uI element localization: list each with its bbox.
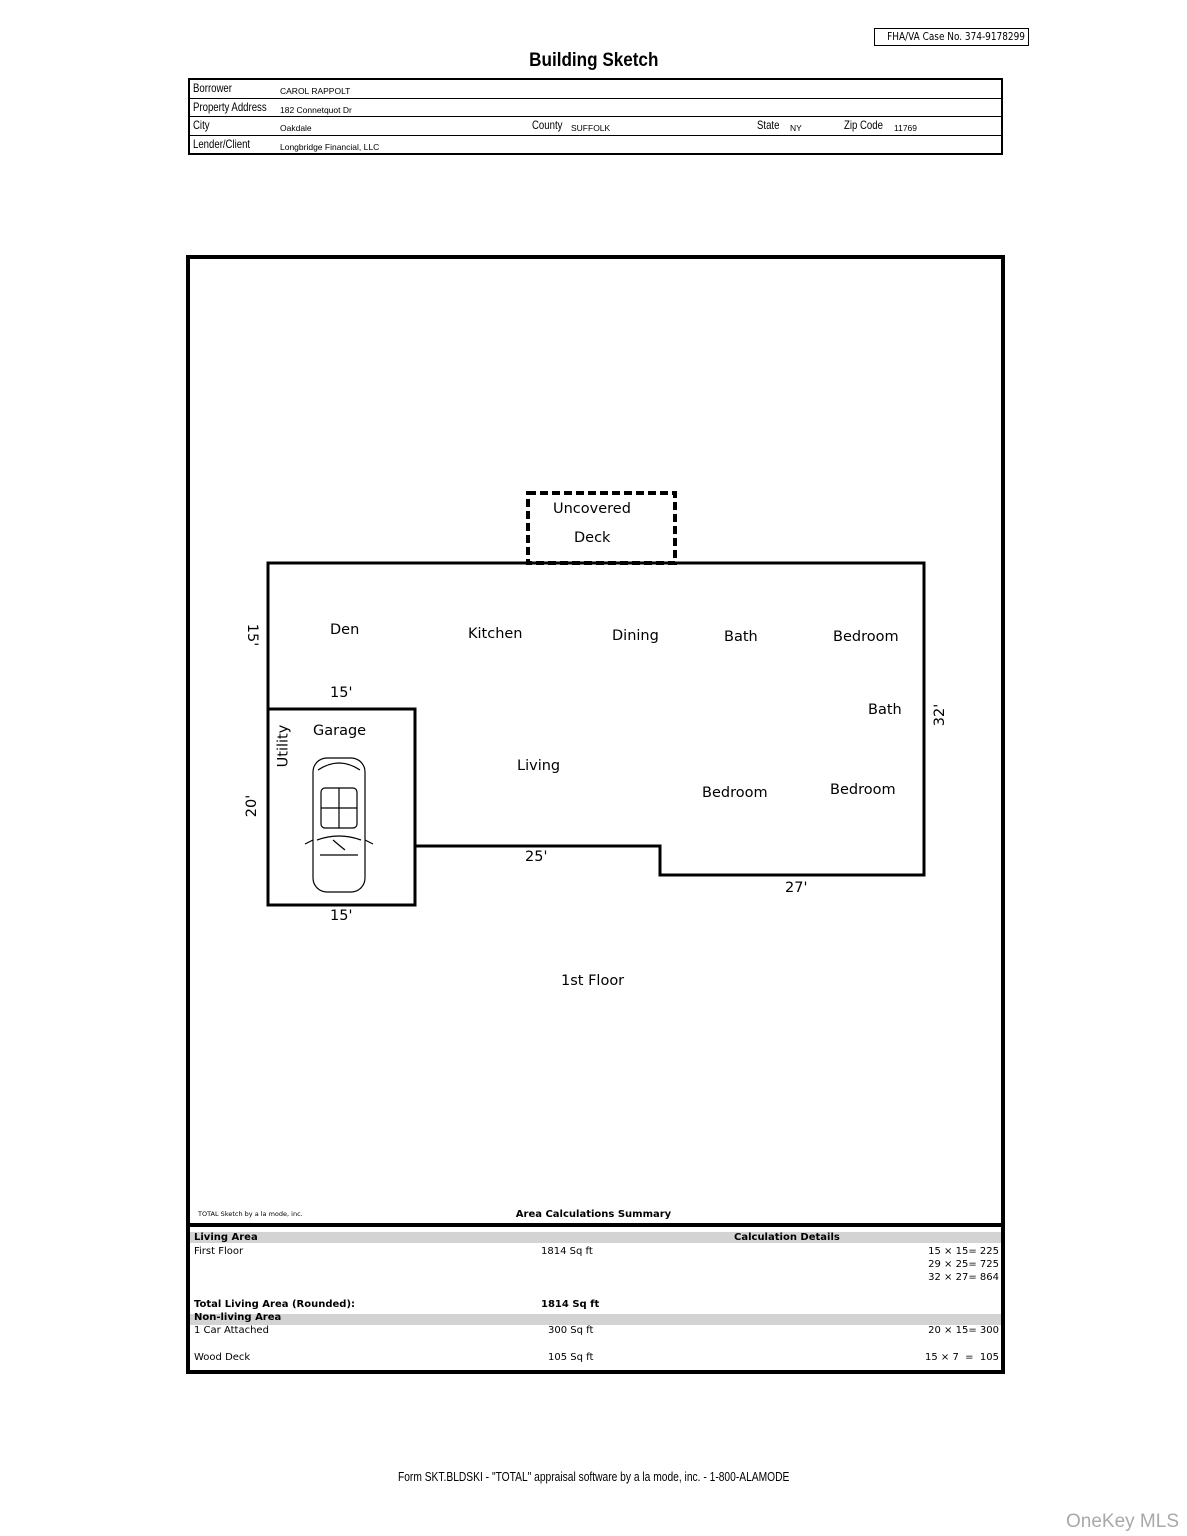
room-utility: Utility [275, 724, 292, 768]
room-kitchen: Kitchen [468, 626, 523, 642]
zip-label: Zip Code [844, 118, 883, 132]
borrower-label: Borrower [193, 81, 232, 95]
deck-calc: 15 × 7 = 105 [924, 1352, 999, 1363]
address-row: Property Address 182 Connetquot Dr [190, 99, 1001, 117]
county-label: County [532, 118, 563, 132]
sketch-frame [186, 255, 1005, 1374]
total-living-value: 1814 Sq ft [541, 1299, 600, 1310]
dim-living-bottom: 25' [525, 849, 548, 865]
room-bedroom-1: Bedroom [833, 629, 899, 645]
form-footer: Form SKT.BLDSKI - "TOTAL" appraisal soft… [397, 1470, 790, 1484]
property-info-table: Borrower CAROL RAPPOLT Property Address … [188, 78, 1003, 155]
room-den: Den [330, 622, 360, 638]
total-living-label: Total Living Area (Rounded): [194, 1299, 356, 1310]
state-label: State [757, 118, 780, 132]
state-value: NY [790, 123, 802, 133]
deck-label-2: Deck [574, 530, 611, 546]
deck-outline [526, 491, 677, 565]
garage-area-label: 1 Car Attached [194, 1325, 269, 1336]
room-garage: Garage [313, 723, 367, 739]
lender-value: Longbridge Financial, LLC [280, 141, 380, 152]
lender-row: Lender/Client Longbridge Financial, LLC [190, 136, 1001, 154]
floor-label: 1st Floor [561, 973, 625, 989]
sketch-credit: TOTAL Sketch by a la mode, inc. [198, 1210, 303, 1218]
calc-line-3: 32 × 27= 864 [928, 1272, 999, 1283]
page-title: Building Sketch [528, 50, 659, 71]
room-bath-1: Bath [724, 629, 758, 645]
dim-left-top: 15' [244, 623, 261, 647]
area-calculations-table: Living Area Calculation Details First Fl… [186, 1223, 1005, 1374]
address-value: 182 Connetquot Dr [280, 104, 352, 115]
room-bath-2: Bath [868, 702, 902, 718]
watermark: OneKey MLS [1066, 1511, 1179, 1532]
garage-calc: 20 × 15= 300 [928, 1325, 999, 1336]
county-value: SUFFOLK [571, 123, 611, 133]
dim-garage-left: 20' [244, 794, 261, 818]
first-floor-label: First Floor [194, 1246, 244, 1257]
deck-area-value: 105 Sq ft [548, 1352, 594, 1363]
deck-area-label: Wood Deck [194, 1352, 251, 1363]
living-area-header: Living Area [194, 1232, 258, 1243]
room-living: Living [517, 758, 561, 774]
case-number: FHA/VA Case No. 374-9178299 [887, 31, 1025, 43]
summary-title: Area Calculations Summary [515, 1209, 672, 1220]
city-label: City [193, 118, 210, 132]
dim-den-bottom: 15' [330, 685, 353, 701]
first-floor-area: 1814 Sq ft [541, 1246, 593, 1257]
calc-line-1: 15 × 15= 225 [928, 1246, 999, 1257]
calc-line-2: 29 × 25= 725 [928, 1259, 999, 1270]
car-icon [304, 757, 374, 893]
deck-label-1: Uncovered [553, 501, 631, 517]
dim-right-bottom: 27' [785, 880, 808, 896]
address-label: Property Address [193, 99, 267, 114]
house-outline [266, 561, 926, 877]
city-value: Oakdale [280, 123, 312, 133]
room-bedroom-3: Bedroom [830, 782, 896, 798]
calculation-details-header: Calculation Details [734, 1232, 840, 1243]
borrower-row: Borrower CAROL RAPPOLT [190, 80, 1001, 99]
case-number-box: FHA/VA Case No. 374-9178299 [874, 28, 1029, 46]
nonliving-area-header-band [190, 1314, 1001, 1325]
dim-garage-bottom: 15' [330, 908, 353, 924]
living-area-header-band [190, 1232, 1001, 1243]
garage-outline [266, 707, 417, 907]
dim-right-side: 32' [932, 703, 949, 727]
garage-area-value: 300 Sq ft [548, 1325, 594, 1336]
zip-value: 11769 [894, 123, 918, 133]
borrower-value: CAROL RAPPOLT [280, 86, 351, 96]
city-row: City Oakdale County SUFFOLK State NY Zip… [190, 117, 1001, 136]
room-bedroom-2: Bedroom [702, 785, 768, 801]
lender-label: Lender/Client [193, 136, 251, 151]
nonliving-area-header: Non-living Area [194, 1312, 282, 1323]
room-dining: Dining [612, 628, 659, 644]
